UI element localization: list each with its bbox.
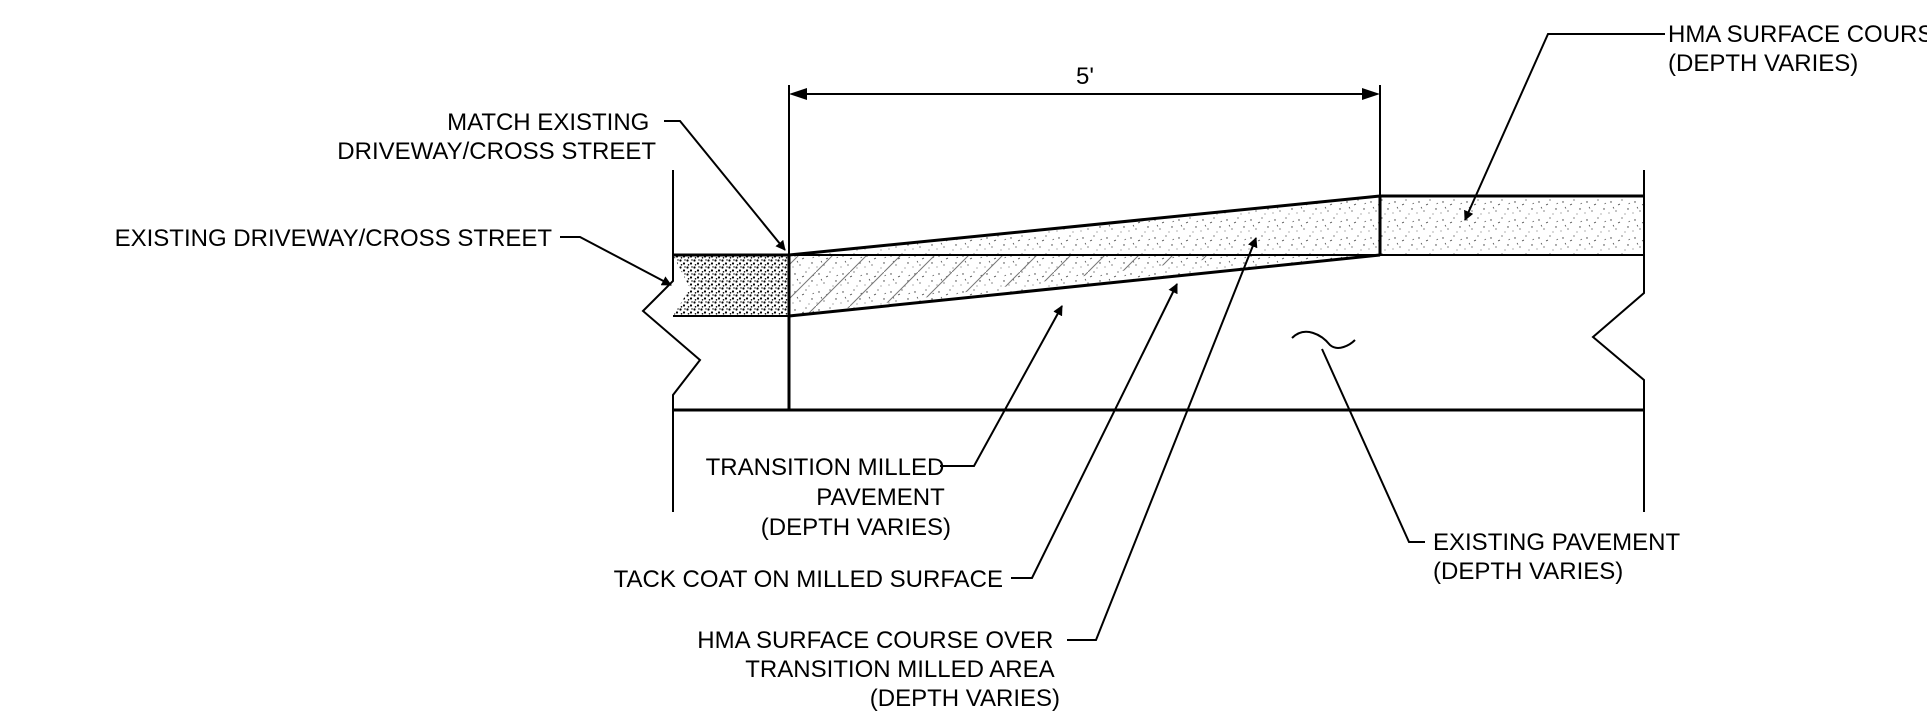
label-existing-pavement: EXISTING PAVEMENT (DEPTH VARIES) [1433, 529, 1686, 585]
label-transition-milled: TRANSITION MILLED PAVEMENT (DEPTH VARIES… [706, 454, 951, 541]
dimension-5ft [788, 85, 1381, 255]
dimension-label: 5' [1076, 63, 1094, 90]
hma-surface-course-section [1380, 194, 1644, 256]
label-tack-coat: TACK COAT ON MILLED SURFACE [614, 566, 1003, 593]
label-existing-driveway: EXISTING DRIVEWAY/CROSS STREET [115, 225, 553, 252]
hma-transition-wedge [788, 194, 1381, 318]
label-hma-surface-course: HMA SURFACE COURSE (DEPTH VARIES) [1668, 21, 1927, 77]
existing-driveway-section [673, 253, 789, 317]
existing-pavement-outline [641, 170, 1645, 512]
label-match-existing: MATCH EXISTING DRIVEWAY/CROSS STREET [337, 109, 656, 165]
label-hma-over-transition: HMA SURFACE COURSE OVER TRANSITION MILLE… [697, 627, 1060, 712]
leader-lines [560, 33, 1665, 641]
